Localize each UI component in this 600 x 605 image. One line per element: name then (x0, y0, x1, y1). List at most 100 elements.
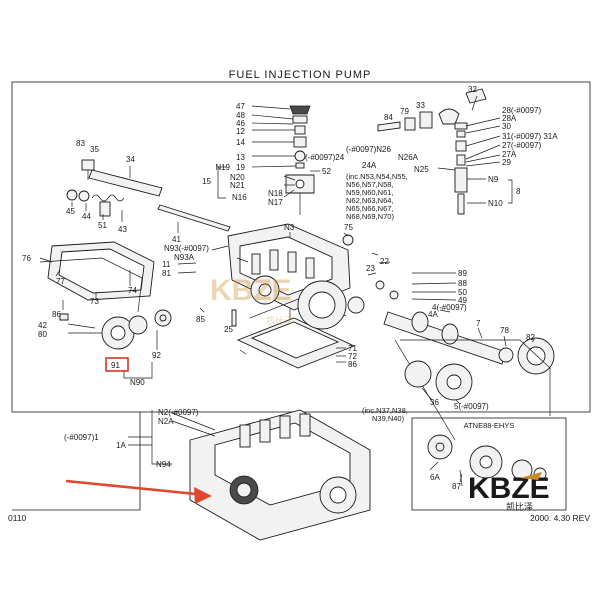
callout-49: 49 (458, 296, 467, 305)
brand-swoosh-icon (520, 472, 542, 480)
callout-6a: 6A (430, 473, 440, 482)
callout-36: 36 (430, 398, 439, 407)
note-n36-inc-2: N39,N40) (372, 414, 405, 423)
watermark-corner: KBZE 凯比泽 (468, 472, 550, 512)
callout-80: 80 (38, 330, 47, 339)
callout-84: 84 (384, 113, 393, 122)
callout-72: 72 (348, 352, 357, 361)
note-n36-inc-1: (inc.N37,N38, (362, 406, 408, 415)
callout-n93: N93(-#0097) (164, 244, 209, 253)
callout-86b: 86 (348, 360, 357, 369)
note-n24-inc-4: N62,N63,N64, (346, 196, 394, 205)
callout-31: 31(-#0097) 31A (502, 132, 558, 141)
callout-34: 34 (126, 155, 135, 164)
callout-22: 22 (380, 257, 389, 266)
assembled-pump (189, 409, 371, 541)
callout-0097-24: (-#0097)24 (305, 153, 345, 162)
callout-77: 77 (56, 277, 65, 286)
revision-date: 2000. 4.30 REV (530, 513, 590, 523)
note-n24-inc-2: N56,N57,N58, (346, 180, 394, 189)
watermark-text-center: KBZE (210, 274, 292, 307)
callout-n10: N10 (488, 199, 503, 208)
timer-exploded (394, 339, 551, 441)
callout-n2a: N2A (158, 417, 174, 426)
callout-76: 76 (22, 254, 31, 263)
callout-45: 45 (66, 207, 75, 216)
callout-n26: (-#0097)N26 (346, 145, 391, 154)
callout-42: 42 (38, 321, 47, 330)
red-arrow-icon (65, 479, 212, 504)
callout-28: 28(-#0097) (502, 106, 541, 115)
watermark-subtext-corner: 凯比泽 (506, 501, 533, 512)
callout-86a: 86 (52, 310, 61, 319)
callout-29: 29 (502, 158, 511, 167)
callout-32: 32 (468, 85, 477, 94)
callout-50: 50 (458, 288, 467, 297)
page-code: 0110 (8, 513, 27, 523)
right-flange (297, 280, 399, 330)
callout-25: 25 (224, 325, 233, 334)
callout-n26a: N26A (398, 153, 419, 162)
callout-83: 83 (76, 139, 85, 148)
callout-75: 75 (344, 223, 353, 232)
callout-n25: N25 (414, 165, 429, 174)
callout-89: 89 (458, 269, 467, 278)
callout-52: 52 (322, 167, 331, 176)
rack-rod-icon (88, 169, 163, 197)
cap-nut-icon (289, 105, 311, 115)
callout-85: 85 (196, 315, 205, 324)
callout-n90: N90 (130, 378, 145, 387)
callout-n21: N21 (230, 181, 245, 190)
callout-n94: N94 (156, 460, 171, 469)
lower-frame-left (12, 412, 141, 511)
atne-title: ATNE88-EHYS (464, 421, 515, 430)
callout-73: 73 (90, 297, 99, 306)
plunger-barrel-icon (454, 167, 468, 193)
callout-23: 23 (366, 264, 375, 273)
callout-71: 71 (348, 344, 357, 353)
note-n24-inc-3: N59,N60,N61, (346, 188, 394, 197)
callout-8: 8 (516, 187, 521, 196)
callout-n3: N3 (284, 223, 295, 232)
callout-1: (-#0097)1 (64, 433, 99, 442)
callout-14: 14 (236, 138, 245, 147)
callout-24a: 24A (362, 161, 377, 170)
callout-19: 19 (236, 163, 245, 172)
callout-35: 35 (90, 145, 99, 154)
callout-46: 46 (236, 119, 245, 128)
callout-28a: 28A (502, 114, 517, 123)
callout-44: 44 (82, 212, 91, 221)
callout-5: 5(-#0097) (454, 402, 489, 411)
watermark-subtext-center: 凯比泽 (266, 315, 293, 326)
callout-n17: N17 (268, 198, 283, 207)
callout-15: 15 (202, 177, 211, 186)
note-n24-inc-5: N65,N66,N67, (346, 204, 394, 213)
callout-27: 27(-#0097) (502, 141, 541, 150)
callout-n2: N2(-#0097) (158, 408, 199, 417)
callout-7: 7 (476, 319, 481, 328)
governor-stack (285, 105, 315, 215)
highlight-box-91 (105, 357, 129, 372)
callout-92: 92 (152, 351, 161, 360)
left-coupling (59, 309, 172, 350)
callout-n93a: N93A (174, 253, 195, 262)
watermark-center: KBZE 凯比泽 (210, 274, 293, 326)
callout-n20: N20 (230, 173, 245, 182)
callout-41: 41 (172, 235, 181, 244)
callout-n18: N18 (268, 189, 283, 198)
callout-33: 33 (416, 101, 425, 110)
callout-48: 48 (236, 111, 245, 120)
callout-82: 82 (526, 333, 535, 342)
callout-79: 79 (400, 107, 409, 116)
callout-11: 11 (162, 260, 171, 269)
callout-13: 13 (236, 153, 245, 162)
callout-47: 47 (236, 102, 245, 111)
note-n24-inc-1: (inc.N53,N54,N55, (346, 172, 408, 181)
callout-4: 4(-#0097) (432, 303, 467, 312)
callout-30: 30 (502, 122, 511, 131)
callout-74: 74 (128, 286, 137, 295)
delivery-valve-assembly (377, 88, 487, 215)
callout-n9: N9 (488, 175, 499, 184)
